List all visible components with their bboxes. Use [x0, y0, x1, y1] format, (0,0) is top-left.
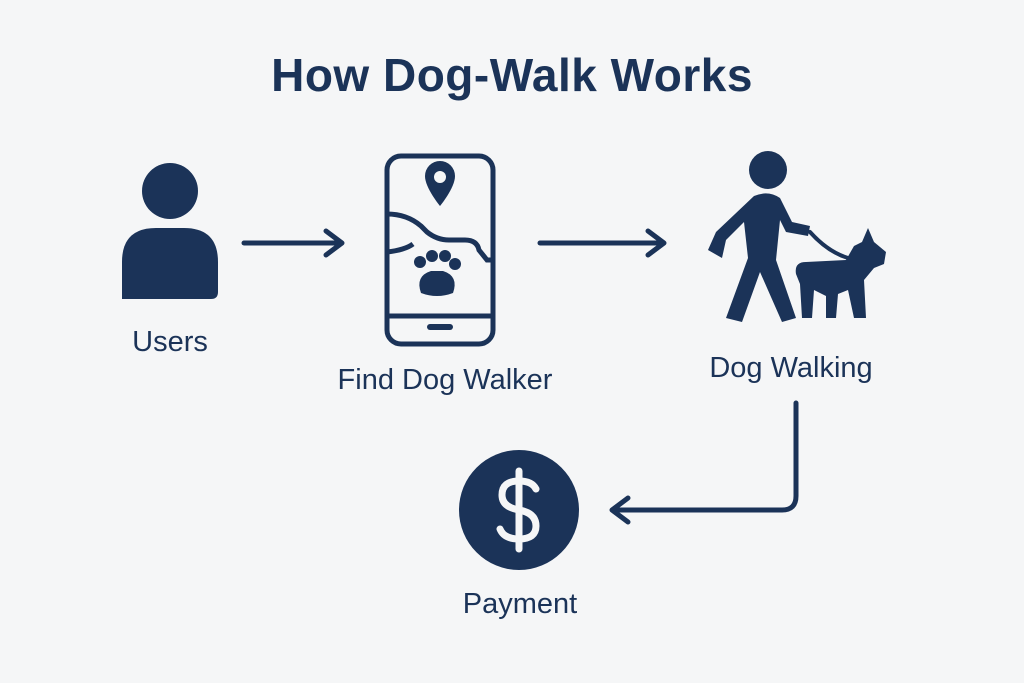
arrow-walking-to-payment — [609, 400, 799, 525]
diagram-title: How Dog-Walk Works — [271, 49, 753, 101]
step-label-dog-walking: Dog Walking — [709, 352, 873, 384]
step-label-find-dog-walker: Find Dog Walker — [337, 364, 553, 396]
arrow-users-to-find — [241, 228, 345, 258]
user-icon — [122, 163, 218, 299]
step-label-users: Users — [132, 326, 208, 358]
step-label-payment: Payment — [462, 588, 578, 620]
dog-walker-icon — [708, 151, 886, 322]
dollar-coin-icon — [459, 450, 579, 570]
phone-map-icon — [384, 153, 496, 347]
arrow-find-to-walking — [537, 228, 667, 258]
